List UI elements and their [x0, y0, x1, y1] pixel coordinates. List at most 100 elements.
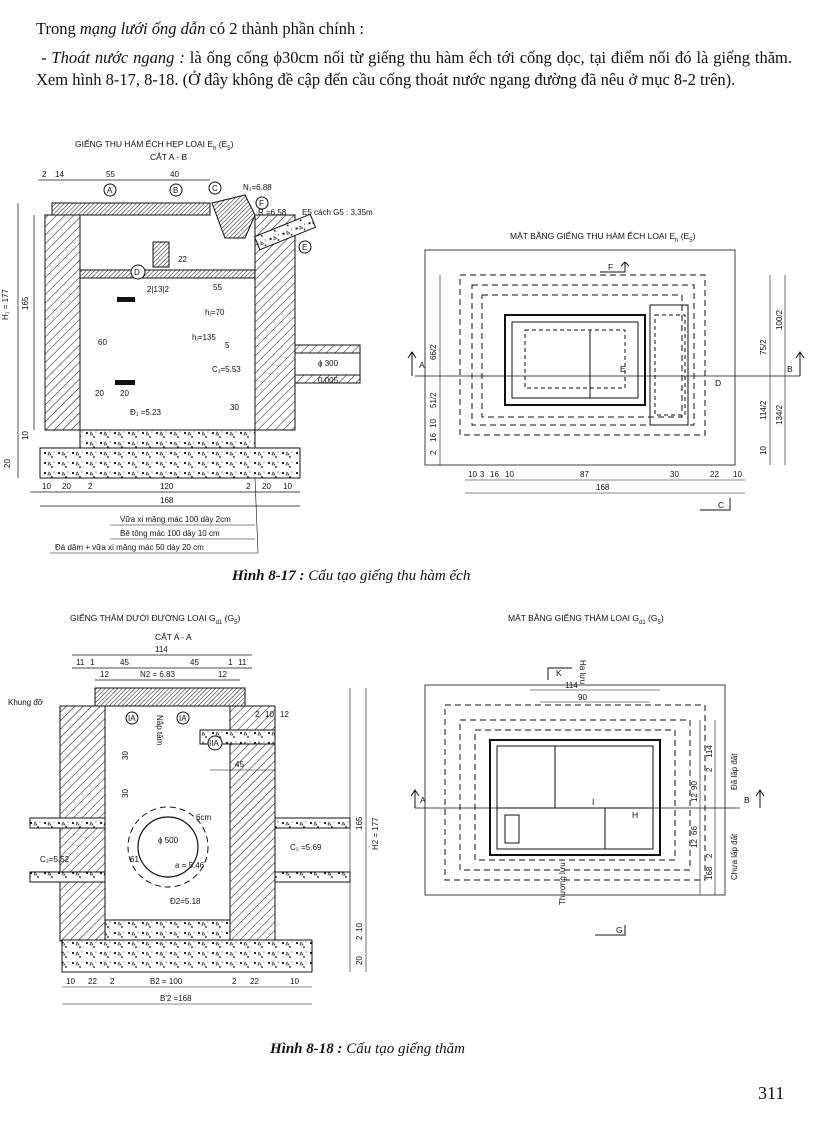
dim-label: 10	[468, 470, 477, 479]
upstream-label: Thượng lưu	[558, 862, 567, 905]
dim-label: 2	[255, 710, 260, 719]
dim-label: 114	[705, 745, 714, 758]
dim-label: 22	[710, 470, 719, 479]
dim-label: 114	[155, 645, 168, 654]
dim-label: 2	[705, 767, 714, 772]
pipe-label: ϕ 500	[158, 836, 179, 845]
elevation-label: Đ₁ =5.23	[130, 408, 161, 417]
frame-label: Khung đỡ	[8, 698, 44, 707]
dim-label: 3	[480, 470, 485, 479]
dim-label: 10	[66, 977, 75, 986]
caption-number: Hình 8-17 :	[232, 568, 305, 584]
dim-label: 10	[283, 482, 292, 491]
elevation-label: N₁=6.88	[243, 183, 272, 192]
text-run: là ống cống ϕ30cm nối từ giếng thu hàm ế…	[36, 48, 793, 89]
dim-label: 20	[355, 956, 364, 965]
fig17-right-title: MẶT BẰNG GIẾNG THU HÀM ẾCH LOẠI Eh (E5)	[510, 231, 696, 244]
dim-label: 22	[250, 977, 259, 986]
fig18-caption: Hình 8-18 : Cấu tạo giếng thăm	[270, 1041, 465, 1058]
dim-label: 10	[265, 710, 274, 719]
dim-label: 12	[100, 670, 109, 679]
dim-label: 114/2	[759, 400, 768, 420]
section-letter: I	[592, 797, 594, 807]
fig18-plan-drawing: MẶT BẰNG GIẾNG THĂM LOẠI Gd1 (G5) K Hạ l…	[410, 613, 765, 936]
intro-paragraph: Trong mạng lưới ống dẫn có 2 thành phần …	[36, 18, 792, 40]
marker-label: E	[302, 243, 307, 252]
fig18-right-title: MẶT BẰNG GIẾNG THĂM LOẠI Gd1 (G5)	[508, 613, 664, 626]
dim-label: 2|13|2	[147, 285, 170, 294]
dim-label: 10	[42, 482, 51, 491]
dim-label: 55	[213, 283, 222, 292]
caption-text: Cấu tạo giếng thu hàm ếch	[304, 568, 471, 584]
section-letter: A	[419, 360, 425, 370]
dim-label: 2	[705, 853, 714, 858]
fig18-left-title: GIẾNG THĂM DƯỚI ĐƯỜNG LOẠI Gd1 (G5)	[70, 613, 240, 626]
dim-label: 45	[120, 658, 129, 667]
elevation-label: C₁=5.53	[212, 365, 241, 374]
dim-label: 60	[98, 338, 107, 347]
section-letter: F	[608, 262, 613, 272]
dim-label: 75/2	[759, 339, 768, 355]
downstream-label: Hạ lưu	[578, 660, 587, 684]
note-label: Vữa xi măng mác 100 dày 2cm	[120, 515, 231, 524]
dim-label: 10	[355, 923, 364, 932]
dim-label: 10	[290, 977, 299, 986]
dim-label: hⱼ=135	[192, 333, 216, 342]
dim-label: 165	[21, 296, 30, 310]
dim-label: 90	[578, 693, 587, 702]
dim-label: 22	[178, 255, 187, 264]
dim-label: hⱼ=70	[205, 308, 225, 317]
note-label: Bê tông mác 100 dày 10 cm	[120, 529, 220, 538]
dim-label: 120	[160, 482, 174, 491]
dim-label: 11	[76, 658, 85, 667]
fig18-section-label: CẮT A - A	[155, 632, 192, 642]
section-letter: E	[620, 364, 626, 374]
marker-label: B	[173, 186, 178, 195]
marker-label: IA	[179, 714, 187, 723]
dim-label: 12	[280, 710, 289, 719]
dim-label: H2 = 177	[371, 817, 380, 850]
marker-label: C	[212, 184, 218, 193]
dim-label: 61	[130, 855, 139, 864]
marker-label: A	[107, 186, 113, 195]
dim-label: 16	[490, 470, 499, 479]
dim-label: 30	[670, 470, 679, 479]
fig17-left-title: GIẾNG THU HÀM ẾCH HẸP LOẠI Eh (E5)	[75, 139, 234, 152]
section-letter: C	[718, 500, 724, 510]
emphasis: mạng lưới ống dẫn	[79, 19, 206, 38]
dim-label: 168	[705, 866, 714, 880]
section-letter: G	[616, 925, 623, 935]
dim-label: 10	[759, 446, 768, 455]
pipe-label: ϕ 300	[318, 359, 339, 368]
dim-label: H₁ = 177	[1, 289, 10, 320]
dim-label: 165	[355, 816, 364, 830]
dim-label: 66/2	[429, 344, 438, 360]
dim-label: 2	[246, 482, 251, 491]
dim-label: 168	[160, 496, 174, 505]
marker-label: D	[134, 268, 140, 277]
page-number: 311	[758, 1083, 785, 1103]
elevation-label: C₂ =5.69	[290, 843, 322, 852]
horizontal-drainage-paragraph: - Thoát nước ngang : là ống cống ϕ30cm n…	[36, 47, 792, 91]
dim-label: 66	[690, 826, 699, 835]
caption-number: Hình 8-18 :	[270, 1041, 343, 1057]
elevation-label: N2 = 6.83	[140, 670, 175, 679]
marker-label: IIA	[209, 739, 219, 748]
cover-label: Nắp tấm	[155, 715, 164, 746]
dim-label: 20	[3, 459, 12, 468]
dim-label: B'2 =168	[160, 994, 192, 1003]
dim-label: 40	[170, 170, 179, 179]
dim-label: 10	[733, 470, 742, 479]
dim-label: 5	[225, 341, 230, 350]
dim-label: 2	[232, 977, 237, 986]
text-run: Trong	[36, 19, 80, 38]
dim-label: 20	[62, 482, 71, 491]
section-letter: B	[744, 795, 750, 805]
dim-label: 45	[190, 658, 199, 667]
fig17-plan-drawing: MẶT BẰNG GIẾNG THU HÀM ẾCH LOẠI Eh (E5) …	[407, 231, 805, 511]
text-run: -	[40, 48, 52, 67]
dim-label: 10	[21, 431, 30, 440]
text-run: có 2 thành phần chính :	[205, 19, 364, 38]
dim-label: 2	[355, 935, 364, 940]
dim-label: 22	[88, 977, 97, 986]
